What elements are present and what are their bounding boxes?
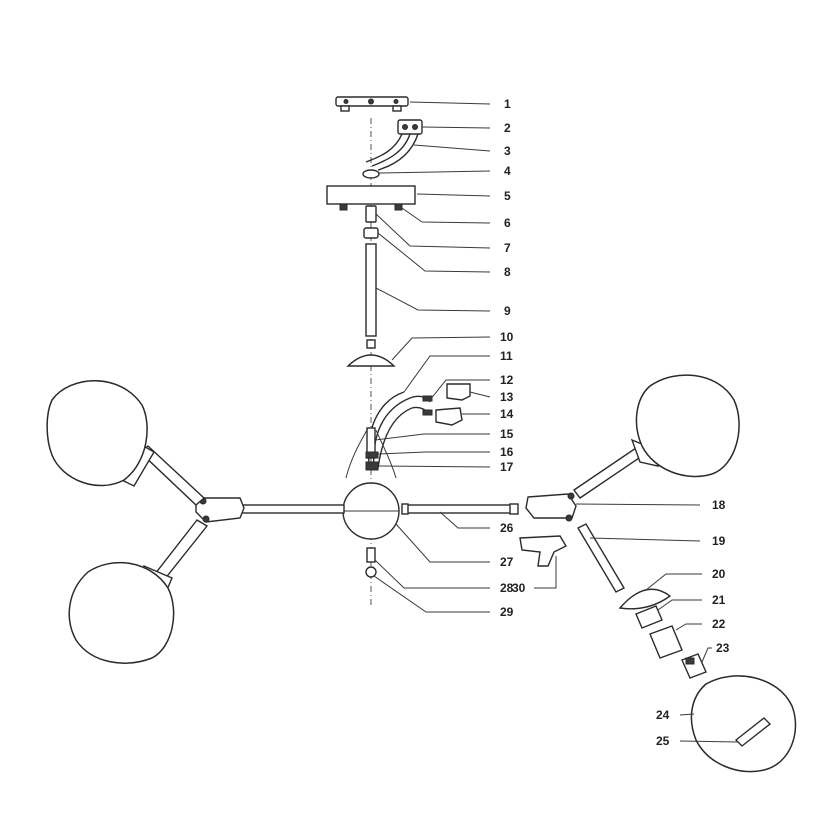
label-1: 1 [504, 97, 511, 111]
leader-29 [373, 575, 490, 613]
label-15: 15 [500, 427, 514, 441]
label-21: 21 [712, 593, 726, 607]
leader-11 [403, 355, 490, 393]
part-10-cap [346, 339, 396, 367]
leader-lines [373, 101, 739, 743]
leader-8 [377, 232, 491, 273]
part-1-mounting-bracket [335, 96, 409, 112]
leader-2 [421, 126, 491, 129]
leader-6 [401, 207, 491, 224]
part-28-finial-rod [366, 547, 376, 563]
leader-25 [679, 740, 739, 743]
part-13-clip [446, 383, 471, 401]
part-16-nipple [365, 451, 379, 459]
label-20: 20 [712, 567, 726, 581]
leader-15 [374, 433, 490, 441]
leader-4 [378, 170, 491, 174]
leader-18 [575, 503, 701, 506]
label-6: 6 [504, 216, 511, 230]
part-3-wires [365, 133, 419, 171]
part-20-shade-holder [618, 588, 672, 610]
left-arm-assembly [121, 443, 345, 593]
part-5-canopy [326, 185, 416, 205]
label-11: 11 [500, 349, 513, 363]
part-14-clip [435, 407, 463, 426]
leader-9 [375, 287, 491, 312]
label-13: 13 [500, 390, 514, 404]
leader-1 [409, 101, 491, 105]
globe-right-top [635, 374, 740, 478]
part-labels: 1 2 3 4 5 6 7 8 9 10 11 12 13 14 15 16 1… [500, 97, 730, 748]
leader-23 [701, 647, 712, 663]
part-30-arm-cover [519, 535, 567, 567]
leader-13 [469, 391, 491, 398]
label-19: 19 [712, 534, 726, 548]
label-4: 4 [504, 164, 511, 178]
part-23-socket [681, 653, 707, 679]
part-21-socket-ring [635, 605, 663, 629]
part-24-globe-shade [690, 675, 797, 773]
label-18: 18 [712, 498, 726, 512]
part-18-arm-junction [525, 492, 577, 522]
part-29-finial-ball [365, 566, 377, 578]
label-30: 30 [512, 581, 526, 595]
label-5: 5 [504, 189, 511, 203]
part-25-bulb [734, 717, 772, 747]
leader-17 [377, 465, 491, 468]
part-22-socket-cup [649, 625, 683, 659]
part-7-coupler [365, 205, 377, 223]
label-27: 27 [500, 555, 514, 569]
label-24: 24 [656, 708, 670, 722]
label-12: 12 [500, 373, 514, 387]
label-8: 8 [504, 265, 511, 279]
leader-7 [375, 213, 491, 249]
part-9-downrod [365, 243, 377, 337]
label-9: 9 [504, 304, 511, 318]
leader-3 [413, 144, 491, 152]
label-28: 28 [500, 581, 514, 595]
part-6-canopy-screws [339, 203, 403, 211]
part-4-ground-screw [362, 169, 380, 179]
part-8-nut [363, 227, 379, 239]
part-26-arm-rod [401, 503, 519, 515]
leader-21 [657, 599, 702, 611]
leader-19 [589, 537, 701, 542]
label-2: 2 [504, 121, 511, 135]
label-22: 22 [712, 617, 726, 631]
globe-left-top [46, 380, 148, 487]
label-23: 23 [716, 641, 730, 655]
leader-12 [429, 379, 490, 401]
part-12-connectors [422, 395, 433, 416]
part-2-terminal-block [397, 119, 423, 135]
leader-10 [391, 336, 491, 361]
label-26: 26 [500, 521, 514, 535]
leader-27 [395, 523, 490, 563]
leader-16 [377, 451, 490, 455]
leader-5 [416, 193, 491, 197]
leader-26 [439, 511, 490, 529]
label-16: 16 [500, 445, 514, 459]
label-17: 17 [500, 460, 514, 474]
leader-28 [374, 559, 490, 589]
label-10: 10 [500, 330, 514, 344]
leader-30 [534, 556, 557, 589]
label-3: 3 [504, 144, 511, 158]
part-19-lower-arm [577, 523, 625, 593]
leader-24 [679, 713, 695, 716]
leader-20 [645, 573, 702, 591]
part-17-nut [365, 461, 379, 471]
label-14: 14 [500, 407, 514, 421]
leader-22 [675, 623, 702, 631]
label-25: 25 [656, 734, 670, 748]
globe-left-bottom [68, 561, 175, 664]
label-7: 7 [504, 241, 511, 255]
label-29: 29 [500, 605, 514, 619]
